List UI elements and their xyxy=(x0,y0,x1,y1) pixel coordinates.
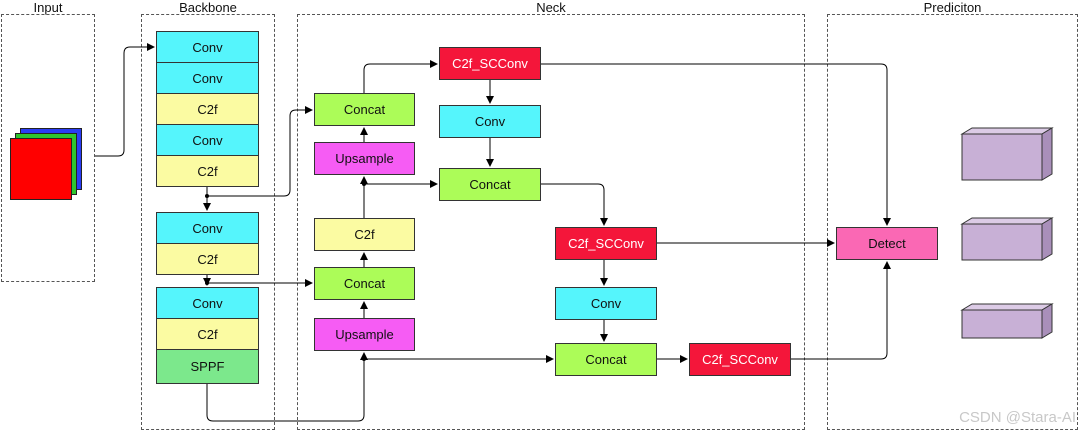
neck-concat-bottom: Concat xyxy=(555,343,657,376)
backbone-conv-5: Conv xyxy=(156,287,259,319)
output-box-medium xyxy=(960,217,1054,261)
backbone-conv-4: Conv xyxy=(156,212,259,244)
wire-c2f2-to-concat-top xyxy=(207,106,313,197)
neck-concat-right-top: Concat xyxy=(439,168,541,201)
backbone-title: Backbone xyxy=(179,0,237,15)
wire-scconv-bottom-to-detect xyxy=(791,261,891,360)
neck-upsample-bottom: Upsample xyxy=(314,318,415,351)
wire-input-to-conv1 xyxy=(95,43,155,157)
prediction-section xyxy=(827,14,1078,430)
neck-conv-top: Conv xyxy=(439,105,541,138)
neck-title: Neck xyxy=(536,0,566,15)
neck-c2f-scconv-top: C2f_SCConv xyxy=(439,47,541,80)
junction-dot-2 xyxy=(205,281,209,285)
red-channel-layer xyxy=(10,138,72,200)
backbone-sppf: SPPF xyxy=(156,349,259,384)
backbone-conv-2: Conv xyxy=(156,62,259,94)
detect-head: Detect xyxy=(836,227,938,260)
neck-section xyxy=(297,14,805,430)
backbone-c2f-2: C2f xyxy=(156,155,259,187)
wire-concat-to-scconv-mid xyxy=(541,183,608,226)
junction-dot-4 xyxy=(362,357,366,361)
junction-dot-3 xyxy=(362,182,366,186)
neck-concat-top: Concat xyxy=(314,93,415,126)
input-section xyxy=(1,14,95,282)
prediction-title: Prediciton xyxy=(923,0,982,15)
input-image-stack xyxy=(10,128,82,200)
backbone-c2f-3: C2f xyxy=(156,243,259,275)
neck-concat-mid: Concat xyxy=(314,267,415,300)
neck-c2f-scconv-bottom: C2f_SCConv xyxy=(689,343,791,376)
output-box-small xyxy=(960,303,1054,339)
backbone-section xyxy=(141,14,275,430)
neck-conv-mid: Conv xyxy=(555,287,657,320)
wire-scconv-top-to-detect xyxy=(541,63,891,226)
junction-dot-1 xyxy=(205,194,209,198)
wire-sppf-to-upsample xyxy=(206,352,368,422)
output-box-large xyxy=(960,127,1054,181)
watermark: CSDN @Stara-AI xyxy=(959,409,1076,426)
neck-c2f: C2f xyxy=(314,218,415,251)
wire-concat-top-to-scconv-top xyxy=(363,60,438,93)
neck-upsample-top: Upsample xyxy=(314,142,415,175)
input-title: Input xyxy=(33,0,63,15)
neck-c2f-scconv-mid: C2f_SCConv xyxy=(555,227,657,260)
